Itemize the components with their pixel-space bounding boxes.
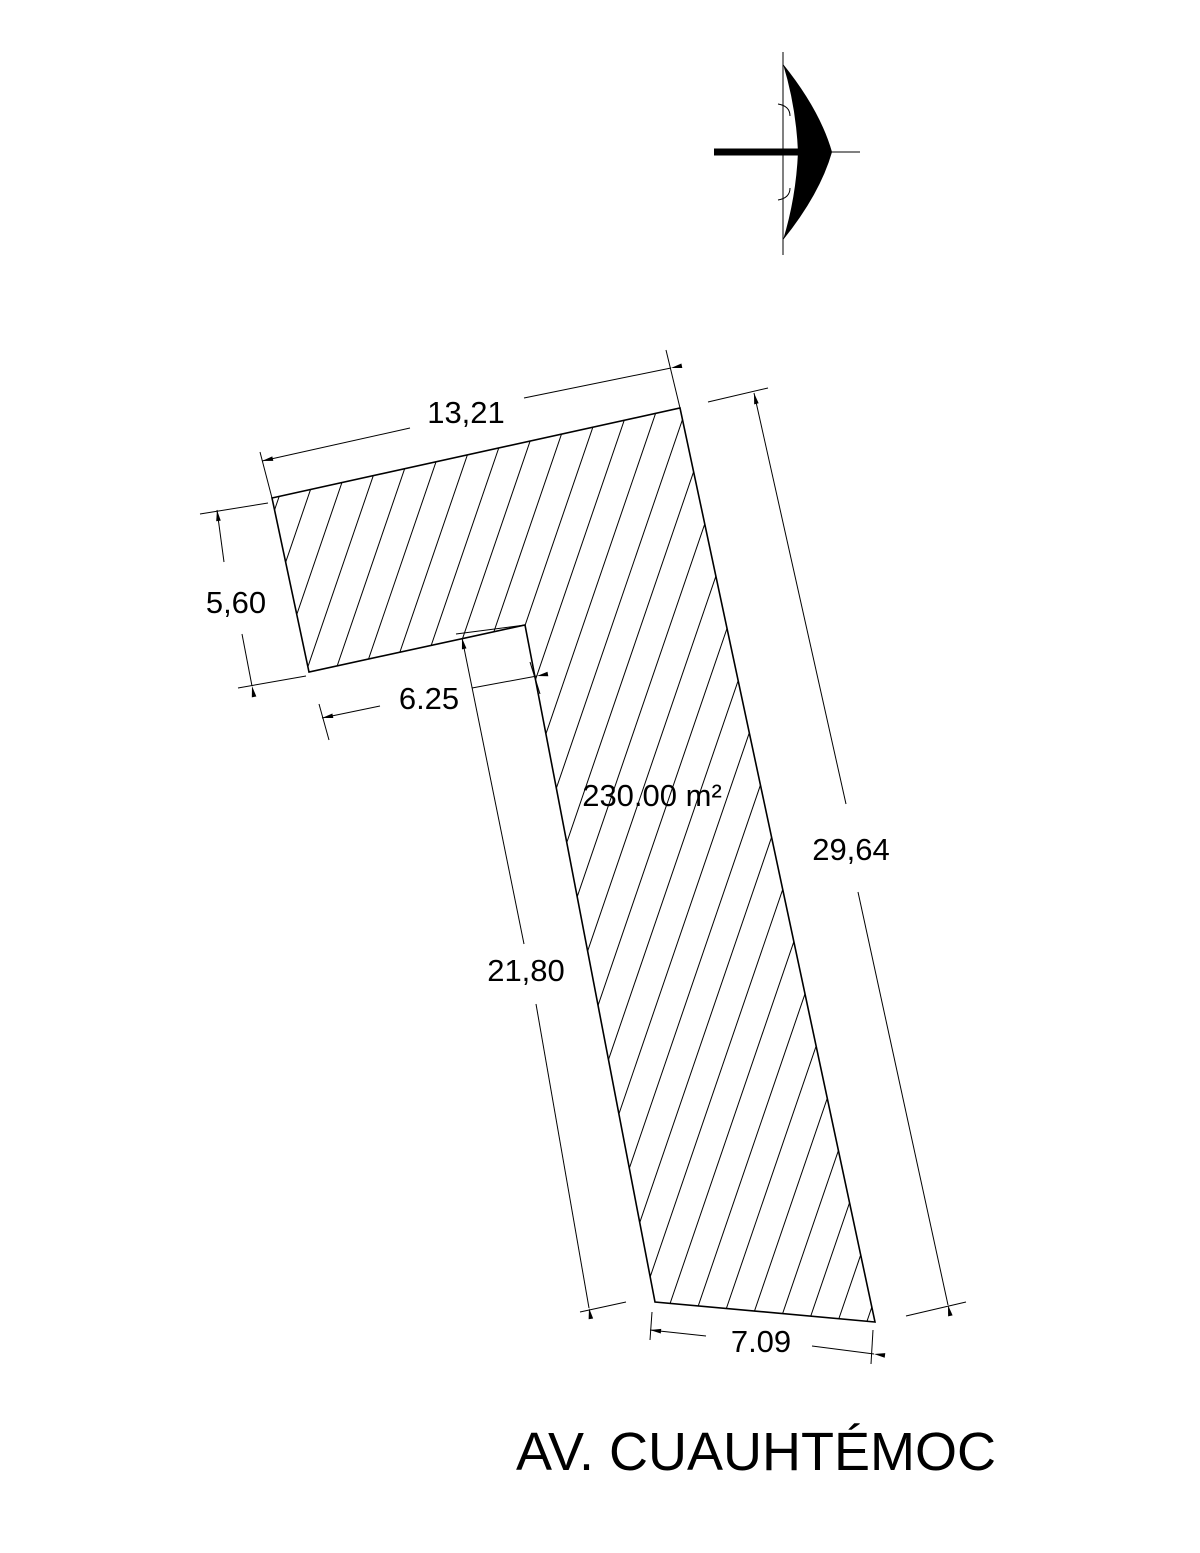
hatch-line bbox=[272, 408, 494, 1322]
hatch-line bbox=[0, 380, 145, 1340]
hatch-line bbox=[272, 408, 552, 1322]
lot-outline bbox=[271, 407, 877, 1323]
hatch-line bbox=[272, 408, 320, 1322]
hatch-line bbox=[0, 380, 29, 1340]
dimension-bottom: 7.09 bbox=[649, 1311, 886, 1365]
hatch-line bbox=[744, 408, 875, 1322]
hatch-line bbox=[0, 380, 87, 1340]
hatch-line bbox=[890, 380, 1200, 1340]
lot-hatch-pattern bbox=[0, 380, 1200, 1340]
hatch-line bbox=[1064, 380, 1200, 1340]
hatch-line bbox=[0, 380, 174, 1340]
hatch-line bbox=[280, 408, 610, 1322]
hatch-line bbox=[367, 408, 697, 1322]
hatch-line bbox=[512, 408, 842, 1322]
hatch-line bbox=[483, 408, 813, 1322]
hatch-line bbox=[0, 380, 261, 1340]
dimension-notch-label: 6.25 bbox=[399, 681, 459, 716]
area-label: 230.00 m² bbox=[582, 778, 722, 813]
hatch-line bbox=[919, 380, 1200, 1340]
dimension-top: 13,21 bbox=[259, 349, 683, 499]
hatch-line bbox=[309, 408, 639, 1322]
hatch-line bbox=[272, 408, 436, 1322]
hatch-line bbox=[272, 408, 349, 1322]
hatch-line bbox=[272, 408, 407, 1322]
hatch-line bbox=[628, 408, 875, 1322]
north-arrow-icon bbox=[714, 52, 860, 255]
dimension-bottom-label: 7.09 bbox=[731, 1324, 791, 1359]
hatch-line bbox=[0, 380, 232, 1340]
dimension-left: 5,60 bbox=[199, 502, 307, 698]
north-arrow-tick-bottom bbox=[777, 187, 791, 201]
street-name: AV. CUAUHTÉMOC bbox=[516, 1422, 996, 1482]
hatch-line bbox=[977, 380, 1200, 1340]
hatch-line bbox=[272, 408, 378, 1322]
hatch-line bbox=[715, 408, 875, 1322]
dimension-inner-label: 21,80 bbox=[487, 953, 565, 988]
hatch-line bbox=[0, 380, 116, 1340]
hatch-line bbox=[272, 408, 291, 1322]
hatch-line bbox=[0, 380, 58, 1340]
hatch-line bbox=[272, 408, 523, 1322]
hatch-line bbox=[396, 408, 726, 1322]
hatch-line bbox=[948, 380, 1200, 1340]
dimension-right: 29,64 bbox=[707, 387, 967, 1317]
dimension-right-label: 29,64 bbox=[812, 832, 890, 867]
hatch-line bbox=[454, 408, 784, 1322]
dimension-notch: 6.25 bbox=[318, 661, 549, 741]
hatch-line bbox=[272, 408, 581, 1322]
dimension-left-label: 5,60 bbox=[206, 585, 266, 620]
hatch-line bbox=[1035, 380, 1200, 1340]
hatch-line bbox=[272, 408, 465, 1322]
dimension-top-label: 13,21 bbox=[427, 395, 505, 430]
hatch-line bbox=[773, 408, 875, 1322]
hatch-line bbox=[338, 408, 668, 1322]
north-arrow-tick-top bbox=[777, 103, 791, 117]
hatch-line bbox=[860, 408, 875, 1322]
hatch-line bbox=[1006, 380, 1200, 1340]
dimension-inner: 21,80 bbox=[455, 624, 627, 1320]
hatch-line bbox=[0, 380, 203, 1340]
